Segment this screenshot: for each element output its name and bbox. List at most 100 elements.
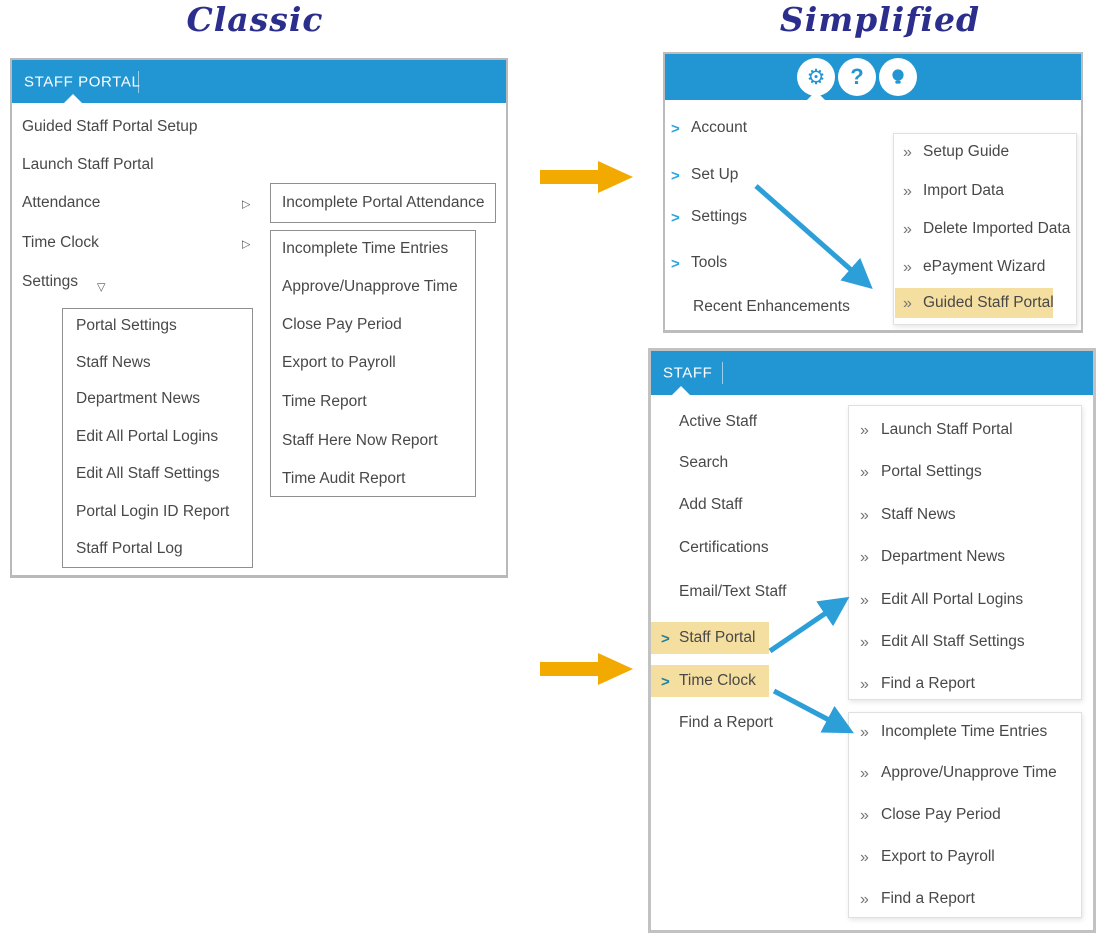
staff-menu-certifications[interactable]: Certifications bbox=[679, 539, 769, 556]
setup-submenu-item[interactable]: ePayment Wizard bbox=[923, 258, 1046, 275]
double-chevron-icon: » bbox=[860, 507, 869, 524]
menu-account[interactable]: Account bbox=[691, 119, 748, 136]
orange-arrow-bottom-icon bbox=[540, 653, 633, 685]
double-chevron-icon: » bbox=[860, 549, 869, 566]
classic-settings-item[interactable]: Staff Portal Log bbox=[76, 540, 183, 557]
staff-menu-email-text-staff[interactable]: Email/Text Staff bbox=[679, 583, 787, 600]
double-chevron-icon: » bbox=[903, 183, 912, 200]
chevron-right-icon: > bbox=[671, 255, 680, 273]
classic-menu-attendance[interactable]: Attendance bbox=[22, 194, 101, 211]
staff-portal-submenu-item[interactable]: Department News bbox=[881, 548, 1006, 565]
double-chevron-icon: » bbox=[860, 676, 869, 693]
double-chevron-icon: » bbox=[860, 765, 869, 782]
staff-menu-find-a-report[interactable]: Find a Report bbox=[679, 714, 773, 731]
classic-settings-item[interactable]: Edit All Portal Logins bbox=[76, 428, 219, 445]
double-chevron-icon: » bbox=[903, 295, 912, 312]
classic-tc-item[interactable]: Incomplete Time Entries bbox=[282, 240, 449, 257]
classic-time-clock-submenu-box bbox=[270, 230, 476, 497]
classic-settings-item[interactable]: Portal Settings bbox=[76, 317, 177, 334]
double-chevron-icon: » bbox=[860, 422, 869, 439]
classic-header-bar bbox=[12, 60, 506, 103]
gear-button[interactable]: ⚙ bbox=[797, 58, 835, 96]
double-chevron-icon: » bbox=[860, 807, 869, 824]
staff-portal-highlight bbox=[651, 622, 769, 654]
time-clock-submenu-item[interactable]: Incomplete Time Entries bbox=[881, 723, 1048, 740]
staff-menu-active-staff[interactable]: Active Staff bbox=[679, 413, 758, 430]
double-chevron-icon: » bbox=[860, 592, 869, 609]
double-chevron-icon: » bbox=[903, 259, 912, 276]
classic-tc-item[interactable]: Export to Payroll bbox=[282, 354, 396, 371]
time-clock-submenu-item[interactable]: Find a Report bbox=[881, 890, 975, 907]
classic-menu-settings[interactable]: Settings bbox=[22, 273, 79, 290]
menu-settings[interactable]: Settings bbox=[691, 208, 748, 225]
classic-attendance-submenu-box bbox=[270, 183, 496, 223]
gear-icon: ⚙ bbox=[806, 64, 826, 89]
chevron-right-icon: > bbox=[661, 630, 670, 648]
double-chevron-icon: » bbox=[860, 849, 869, 866]
staff-menu-search[interactable]: Search bbox=[679, 454, 729, 471]
classic-settings-item[interactable]: Edit All Staff Settings bbox=[76, 465, 220, 482]
chevron-right-icon: > bbox=[671, 120, 680, 138]
staff-portal-submenu-item[interactable]: Edit All Portal Logins bbox=[881, 591, 1024, 608]
double-chevron-icon: » bbox=[860, 634, 869, 651]
double-chevron-icon: » bbox=[860, 464, 869, 481]
staff-menu-time-clock[interactable]: Time Clock bbox=[679, 672, 756, 689]
time-clock-submenu-caret-icon: ▷ bbox=[242, 238, 251, 251]
staff-menu-add-staff[interactable]: Add Staff bbox=[679, 496, 743, 513]
classic-tc-item[interactable]: Approve/Unapprove Time bbox=[282, 278, 458, 295]
classic-settings-item[interactable]: Staff News bbox=[76, 354, 151, 371]
classic-attendance-item[interactable]: Incomplete Portal Attendance bbox=[282, 194, 485, 211]
staff-portal-submenu-item[interactable]: Portal Settings bbox=[881, 463, 982, 480]
time-clock-submenu-box bbox=[848, 712, 1082, 918]
classic-tc-item[interactable]: Time Report bbox=[282, 393, 367, 410]
classic-tc-item[interactable]: Time Audit Report bbox=[282, 470, 406, 487]
time-clock-highlight bbox=[651, 665, 769, 697]
classic-header-title: STAFF PORTAL bbox=[24, 73, 141, 91]
classic-header-separator bbox=[138, 71, 139, 93]
setup-submenu-item[interactable]: Import Data bbox=[923, 182, 1004, 199]
setup-submenu-item[interactable]: Delete Imported Data bbox=[923, 220, 1071, 237]
menu-recent-enhancements[interactable]: Recent Enhancements bbox=[693, 298, 850, 315]
classic-settings-submenu-box bbox=[62, 308, 253, 568]
question-icon: ? bbox=[850, 64, 864, 89]
double-chevron-icon: » bbox=[903, 221, 912, 238]
classic-menu-time-clock[interactable]: Time Clock bbox=[22, 234, 99, 251]
time-clock-submenu-item[interactable]: Close Pay Period bbox=[881, 806, 1001, 823]
classic-menu-guided-setup[interactable]: Guided Staff Portal Setup bbox=[22, 118, 198, 135]
classic-title: Classic bbox=[186, 0, 324, 39]
attendance-submenu-caret-icon: ▷ bbox=[242, 198, 251, 211]
settings-dropdown-caret-icon: ▽ bbox=[97, 281, 106, 294]
staff-header-bar bbox=[651, 351, 1093, 395]
classic-header-notch bbox=[64, 94, 82, 103]
staff-header-separator bbox=[722, 362, 723, 384]
staff-header-notch bbox=[672, 386, 690, 395]
help-button[interactable]: ? bbox=[838, 58, 876, 96]
staff-portal-submenu-box bbox=[848, 405, 1082, 700]
staff-menu-staff-portal[interactable]: Staff Portal bbox=[679, 629, 756, 646]
staff-header-title: STAFF bbox=[663, 364, 713, 382]
classic-menu-launch-portal[interactable]: Launch Staff Portal bbox=[22, 156, 154, 173]
orange-arrow-top-icon bbox=[540, 161, 633, 193]
staff-portal-submenu-item[interactable]: Staff News bbox=[881, 506, 956, 523]
staff-portal-submenu-item[interactable]: Edit All Staff Settings bbox=[881, 633, 1025, 650]
classic-tc-item[interactable]: Staff Here Now Report bbox=[282, 432, 438, 449]
setup-submenu-item-guided-staff-portal[interactable]: Guided Staff Portal bbox=[923, 294, 1054, 311]
gear-header-notch bbox=[807, 91, 825, 100]
staff-portal-submenu-item[interactable]: Launch Staff Portal bbox=[881, 421, 1013, 438]
double-chevron-icon: » bbox=[903, 144, 912, 161]
time-clock-submenu-item[interactable]: Export to Payroll bbox=[881, 848, 995, 865]
time-clock-submenu-item[interactable]: Approve/Unapprove Time bbox=[881, 764, 1057, 781]
menu-tools[interactable]: Tools bbox=[691, 254, 728, 271]
setup-submenu-item[interactable]: Setup Guide bbox=[923, 143, 1010, 160]
classic-settings-item[interactable]: Department News bbox=[76, 390, 201, 407]
lightbulb-icon bbox=[892, 69, 904, 84]
classic-settings-item[interactable]: Portal Login ID Report bbox=[76, 503, 230, 520]
ideas-button[interactable] bbox=[879, 58, 917, 96]
simplified-title: Simplified bbox=[779, 0, 981, 39]
classic-tc-item[interactable]: Close Pay Period bbox=[282, 316, 402, 333]
menu-set-up[interactable]: Set Up bbox=[691, 166, 739, 183]
staff-portal-submenu-item[interactable]: Find a Report bbox=[881, 675, 975, 692]
double-chevron-icon: » bbox=[860, 724, 869, 741]
guided-staff-portal-highlight bbox=[895, 288, 1053, 318]
